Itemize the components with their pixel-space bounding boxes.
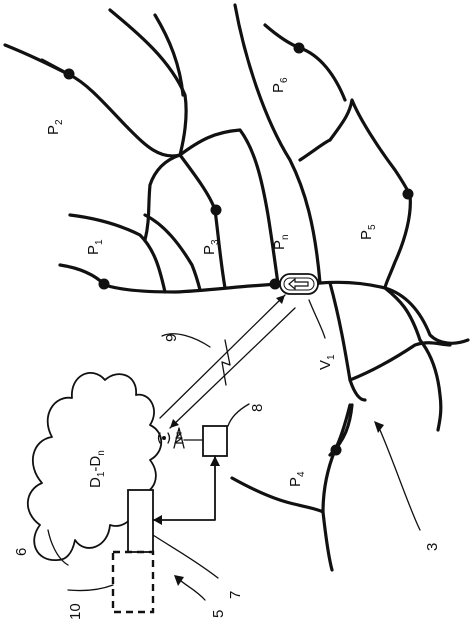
node-pn xyxy=(269,278,281,290)
uplink-line xyxy=(152,455,216,521)
lightning-icon xyxy=(221,339,231,386)
road-main xyxy=(58,263,470,345)
ref-8: 8 xyxy=(249,404,266,412)
reference-numerals: 9 8 6 7 10 5 3 xyxy=(13,334,441,620)
leader-lines xyxy=(47,299,421,601)
road-east-2 xyxy=(383,286,422,342)
node-p5 xyxy=(402,188,414,200)
tower-unit-box xyxy=(202,425,228,457)
road-south-1 xyxy=(328,281,367,402)
road-nodes xyxy=(63,42,414,456)
label-p5: P5 xyxy=(358,224,378,240)
label-p6: P6 xyxy=(270,77,290,93)
label-pn: Pn xyxy=(271,234,291,250)
server-box xyxy=(127,489,154,553)
wireless-link xyxy=(159,294,296,429)
antenna-tower-icon xyxy=(157,427,204,449)
node-p6 xyxy=(293,42,305,54)
ref-6: 6 xyxy=(13,548,30,556)
road-top-1 xyxy=(108,8,188,157)
road-p3 xyxy=(178,153,227,290)
storage-box xyxy=(111,550,155,614)
arrow-icon xyxy=(288,277,309,291)
ref-3: 3 xyxy=(424,543,441,551)
road-south-3 xyxy=(321,403,352,572)
label-p3: P3 xyxy=(201,239,221,255)
road-center-2 xyxy=(143,153,182,242)
road-p1-loop xyxy=(68,213,167,294)
node-p1 xyxy=(98,278,110,290)
road-network xyxy=(3,3,470,572)
road-south-2 xyxy=(348,341,452,382)
node-p3 xyxy=(210,204,222,216)
ref-9: 9 xyxy=(163,334,180,342)
label-p1: P1 xyxy=(85,239,105,255)
label-v1: V1 xyxy=(317,354,337,370)
vehicle-v1 xyxy=(279,273,319,295)
road-top-3 xyxy=(233,3,322,285)
ref-5: 5 xyxy=(210,610,227,618)
road-p2 xyxy=(3,43,182,158)
road-center xyxy=(178,128,280,286)
ref-10: 10 xyxy=(67,603,84,620)
cloud-shape xyxy=(26,371,163,561)
road-top-2 xyxy=(153,13,185,97)
label-p4: P4 xyxy=(287,471,307,487)
node-p4 xyxy=(330,444,342,456)
road-p4 xyxy=(230,476,325,514)
road-right-ring xyxy=(298,138,332,162)
ref-7: 7 xyxy=(227,591,244,599)
label-cloud-data: D1-Dn xyxy=(87,450,107,488)
label-p2: P2 xyxy=(45,119,65,135)
road-east xyxy=(418,338,443,432)
node-p2 xyxy=(63,68,75,80)
road-inner-loop xyxy=(143,213,202,292)
point-labels: P2 P6 P1 P3 Pn P5 P4 V1 xyxy=(45,77,378,487)
road-right-top xyxy=(328,98,412,290)
